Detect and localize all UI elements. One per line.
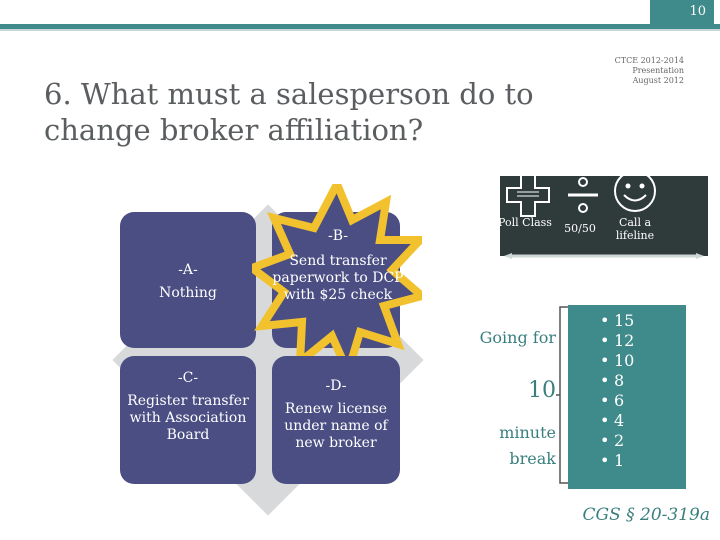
citation-line-1: CTCE 2012-2014	[614, 56, 684, 65]
top-band	[0, 0, 720, 24]
option-b-letter: -B-	[327, 228, 348, 244]
top-rule-light	[0, 29, 720, 31]
option-d-letter: -D-	[325, 378, 347, 394]
option-d-text: Renew license under name of new broker	[284, 401, 388, 451]
countdown-panel: 15 12 10 8 6 4 2 1	[568, 305, 686, 489]
option-b-text: Send transfer paperwork to DCP with $25 …	[272, 253, 404, 303]
going-for-label: Going for	[479, 328, 556, 347]
divide-icon[interactable]	[560, 172, 606, 218]
option-d-card[interactable]: -D- Renew license under name of new brok…	[272, 356, 400, 484]
countdown-item: 15	[600, 311, 686, 331]
top-rule	[0, 24, 720, 29]
bracket	[556, 306, 568, 484]
option-c-letter: -C-	[177, 370, 199, 386]
top-bar: 10	[0, 0, 720, 31]
countdown-item: 12	[600, 331, 686, 351]
option-b-text-wrap: -B- Send transfer paperwork to DCP with …	[268, 228, 408, 304]
starburst-shape	[252, 184, 422, 372]
lifeline-arrow	[504, 253, 704, 259]
lifeline-call-label: Call a lifeline	[615, 216, 655, 242]
countdown-item: 10	[600, 351, 686, 371]
citation-line-2: Presentation	[632, 66, 684, 75]
countdown-item: 8	[600, 371, 686, 391]
countdown-item: 1	[600, 451, 686, 471]
citation-line-3: August 2012	[632, 76, 684, 85]
poll-icon[interactable]	[505, 172, 551, 218]
countdown-item: 6	[600, 391, 686, 411]
option-a-card[interactable]: -A- Nothing	[120, 212, 256, 348]
starburst-highlight	[252, 184, 422, 372]
smiley-icon[interactable]	[612, 168, 658, 214]
option-a-letter: -A-	[178, 262, 198, 278]
countdown-item: 4	[600, 411, 686, 431]
lifeline-5050-label: 50/50	[564, 222, 596, 235]
break-minutes-number: 10	[528, 378, 556, 403]
option-c-card[interactable]: -C- Register transfer with Association B…	[120, 356, 256, 484]
countdown-list: 15 12 10 8 6 4 2 1	[568, 305, 686, 471]
citation: CTCE 2012-2014 Presentation August 2012	[604, 56, 684, 86]
minute-label: minute	[499, 423, 556, 442]
statute-reference: CGS § 20-319a	[582, 505, 711, 525]
break-label: break	[509, 449, 556, 468]
slide-title: 6. What must a salesperson do to change …	[44, 77, 534, 147]
page-number: 10	[650, 0, 714, 24]
minute-break-label: minute break	[470, 420, 556, 472]
option-a-text: Nothing	[159, 285, 217, 301]
countdown-item: 2	[600, 431, 686, 451]
lifeline-poll-label: Poll Class	[498, 216, 552, 229]
option-c-text: Register transfer with Association Board	[127, 393, 249, 443]
